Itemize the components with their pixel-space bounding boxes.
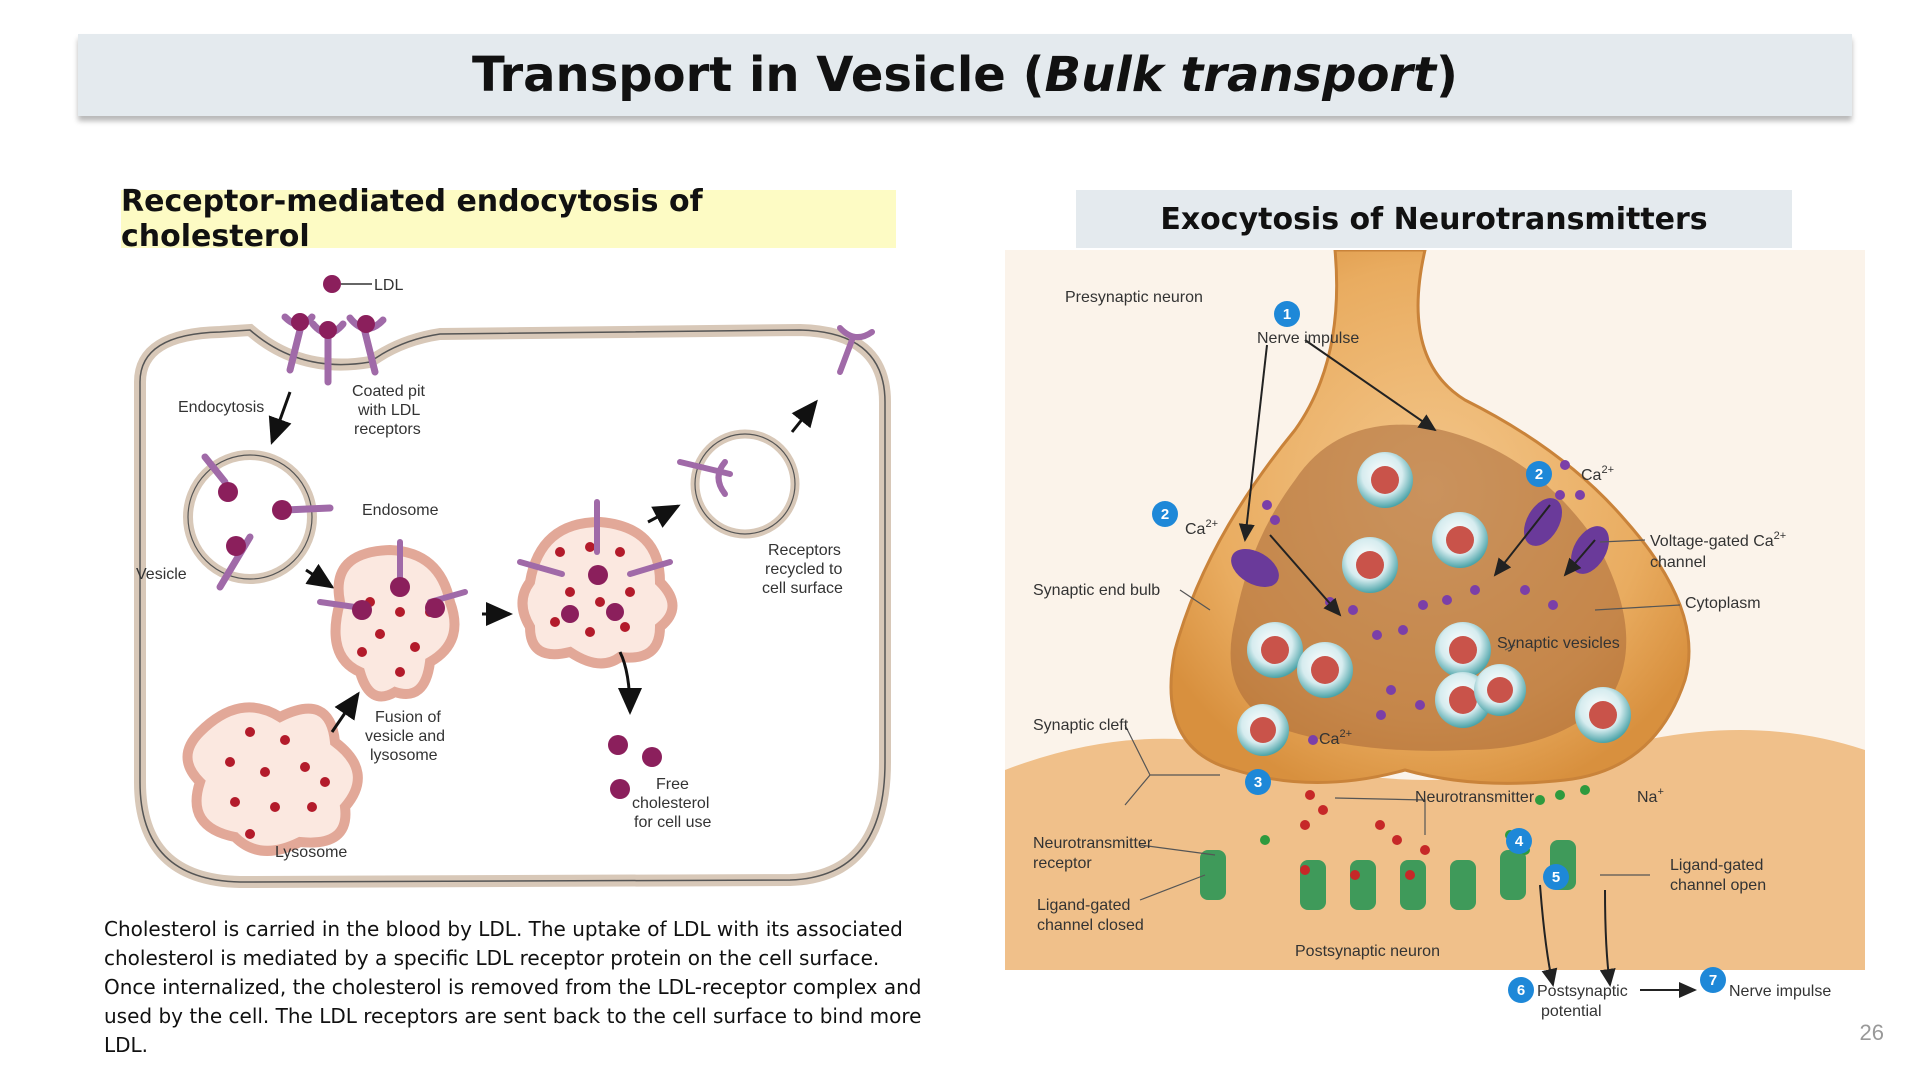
slide-title: Transport in Vesicle (Bulk transport) [472,47,1458,103]
vesicle-label: Vesicle [136,566,187,583]
svg-text:4: 4 [1515,833,1524,850]
right-panel-heading: Exocytosis of Neurotransmitters [1076,190,1792,248]
svg-text:receptors: receptors [354,421,421,438]
svg-text:channel open: channel open [1670,877,1766,894]
svg-text:cell surface: cell surface [762,580,843,597]
svg-text:for cell use: for cell use [634,814,711,831]
exocytosis-diagram: 1 2 2 3 4 5 6 7 Presynaptic neuron Nerve… [1005,250,1865,1020]
page-number: 26 [1859,1020,1884,1045]
step-badges [1152,301,1726,1003]
svg-text:cholesterol: cholesterol [632,795,709,812]
svg-text:Ca2+: Ca2+ [1185,518,1218,538]
svg-text:Ligand-gated: Ligand-gated [1037,897,1130,914]
svg-text:Na+: Na+ [1637,786,1664,806]
svg-text:2: 2 [1161,506,1169,523]
svg-text:3: 3 [1254,774,1262,791]
svg-text:Nerve impulse: Nerve impulse [1729,983,1831,1000]
svg-text:Receptors: Receptors [768,542,841,559]
svg-text:Postsynaptic neuron: Postsynaptic neuron [1295,943,1440,960]
endosome-label: Endosome [362,502,439,519]
endocytosis-diagram: LDL Endocytosis Coated pit with LDL rece… [134,275,891,889]
lysosome [182,702,363,856]
svg-text:Ligand-gated: Ligand-gated [1670,857,1763,874]
endocytosis-caption: Cholesterol is carried in the blood by L… [104,917,922,1057]
svg-text:channel closed: channel closed [1037,917,1144,934]
svg-text:2: 2 [1535,466,1543,483]
svg-text:Synaptic cleft: Synaptic cleft [1033,717,1129,734]
svg-text:6: 6 [1517,982,1525,999]
endocytosis-label: Endocytosis [178,399,264,416]
svg-text:channel: channel [1650,554,1706,571]
voltage-gated-channel [1231,549,1279,587]
svg-text:Postsynaptic: Postsynaptic [1537,983,1628,1000]
svg-text:with LDL: with LDL [357,402,420,419]
svg-text:recycled to: recycled to [765,561,842,578]
svg-text:potential: potential [1541,1003,1602,1020]
svg-text:1: 1 [1283,306,1291,323]
svg-text:Free: Free [656,776,689,793]
svg-text:5: 5 [1552,869,1560,886]
endosome [330,544,460,702]
svg-text:Neurotransmitter: Neurotransmitter [1415,789,1535,806]
title-bar: Transport in Vesicle (Bulk transport) [78,34,1852,116]
svg-text:Presynaptic neuron: Presynaptic neuron [1065,289,1203,306]
vesicle [183,450,317,584]
ldl-label: LDL [374,277,403,294]
svg-text:receptor: receptor [1033,855,1092,872]
svg-text:Synaptic vesicles: Synaptic vesicles [1497,635,1620,652]
svg-text:7: 7 [1709,972,1717,989]
svg-text:Neurotransmitter: Neurotransmitter [1033,835,1153,852]
svg-text:Synaptic end bulb: Synaptic end bulb [1033,582,1160,599]
svg-text:Nerve impulse: Nerve impulse [1257,330,1359,347]
ldl-particle [323,275,341,293]
synaptic-vesicles [1237,452,1631,756]
svg-text:Ca2+: Ca2+ [1319,728,1352,748]
svg-text:Coated pit: Coated pit [352,383,425,400]
svg-text:Cytoplasm: Cytoplasm [1685,595,1761,612]
svg-text:Fusion of: Fusion of [375,709,441,726]
svg-text:Ca2+: Ca2+ [1581,464,1614,484]
lysosome-label: Lysosome [275,844,347,861]
svg-text:lysosome: lysosome [370,747,438,764]
left-panel-heading: Receptor-mediated endocytosis of cholest… [121,184,896,254]
postsynaptic-neuron [1005,730,1865,970]
svg-text:vesicle and: vesicle and [365,728,445,745]
svg-text:Voltage-gated Ca2+: Voltage-gated Ca2+ [1650,530,1786,550]
